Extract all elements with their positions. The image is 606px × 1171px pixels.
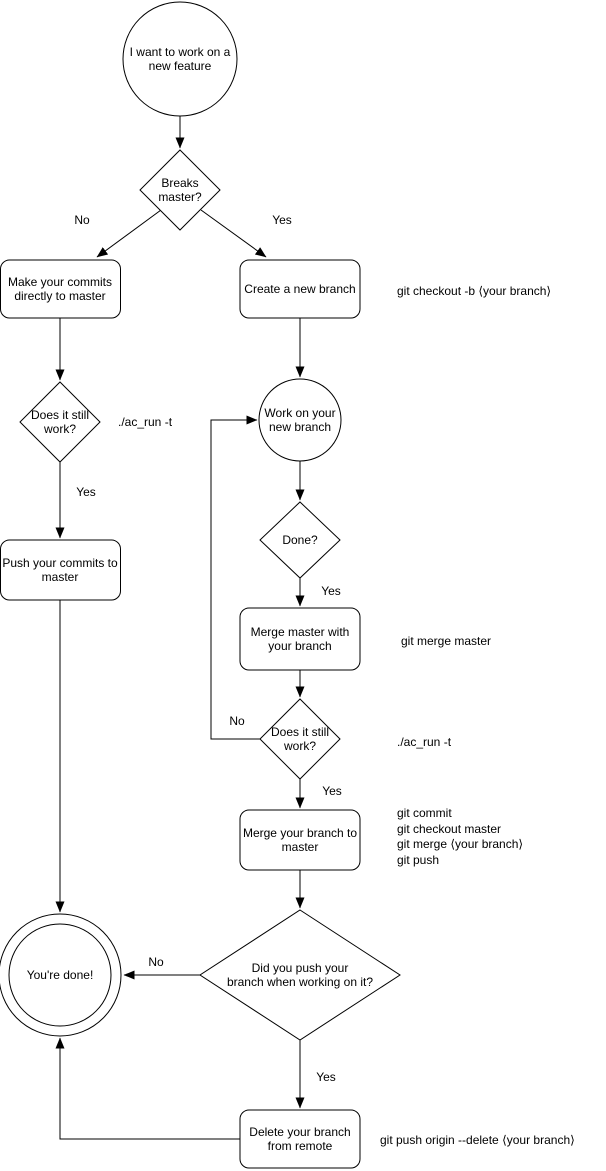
merge-branch-rect <box>239 809 361 871</box>
breaks-master-label: Breaks master? <box>158 175 202 204</box>
done-q-diamond <box>259 501 341 579</box>
edge-breaks-no <box>96 209 162 258</box>
still-works-left-label: Does it still work? <box>30 407 89 436</box>
youre-done-inner-circle <box>8 923 112 1027</box>
work-branch-circle <box>258 378 342 462</box>
annotation-ac-run-left: ./ac_run -t <box>118 415 173 429</box>
edge-label-yes-done: Yes <box>321 584 341 598</box>
work-branch-label: Work on your new branch <box>264 405 336 434</box>
pushed-branch-q-label: Did you push your branch when working on… <box>226 960 374 989</box>
annotation-delete-remote-cmd: git push origin --delete ⟨your branch⟩ <box>380 1133 575 1147</box>
still-works-mid-diamond <box>259 698 341 780</box>
merge-master-rect <box>239 607 361 671</box>
youre-done-label: You're done! <box>26 967 94 982</box>
pushed-branch-q-diamond <box>199 909 401 1041</box>
merge-master-label: Merge master with your branch <box>250 624 350 653</box>
make-commits-label: Make your commits directly to master <box>7 274 113 303</box>
annotation-merge-master-cmd: git merge master <box>401 634 492 648</box>
merge-branch-label: Merge your branch to master <box>242 825 358 854</box>
push-commits-label: Push your commits to master <box>2 555 118 584</box>
edge-delete-to-done <box>55 1037 240 1140</box>
make-commits-rect <box>0 259 121 319</box>
start-circle <box>122 1 238 117</box>
edge-breaks-yes <box>200 209 267 258</box>
annotation-checkout-branch: git checkout -b ⟨your branch⟩ <box>397 284 552 298</box>
delete-branch-label: Delete your branch from remote <box>249 1124 351 1153</box>
edge-stillworks-no-loop <box>210 415 260 740</box>
done-q-label: Done? <box>282 532 318 547</box>
annotation-merge-branch-cmds: git commit git checkout master git merge… <box>397 806 524 867</box>
breaks-master-diamond <box>139 149 221 231</box>
annotation-ac-run-mid: ./ac_run -t <box>397 735 452 749</box>
create-branch-label: Create a new branch <box>244 281 356 296</box>
still-works-mid-label: Does it still work? <box>270 724 329 753</box>
still-works-left-diamond <box>19 381 101 463</box>
push-commits-rect <box>0 539 121 601</box>
delete-branch-rect <box>239 1109 361 1169</box>
edge-label-no-breaks: No <box>74 213 90 227</box>
edge-label-yes-still-works-mid: Yes <box>322 784 342 798</box>
edge-label-no-still-works-mid: No <box>229 714 245 728</box>
create-branch-rect <box>239 259 361 319</box>
start-label: I want to work on a new feature <box>129 44 231 73</box>
edge-label-no-pushed: No <box>148 955 164 969</box>
edge-label-yes-pushed: Yes <box>316 1070 336 1084</box>
edge-label-yes-breaks: Yes <box>272 213 292 227</box>
edge-label-yes-still-works-left: Yes <box>76 485 96 499</box>
